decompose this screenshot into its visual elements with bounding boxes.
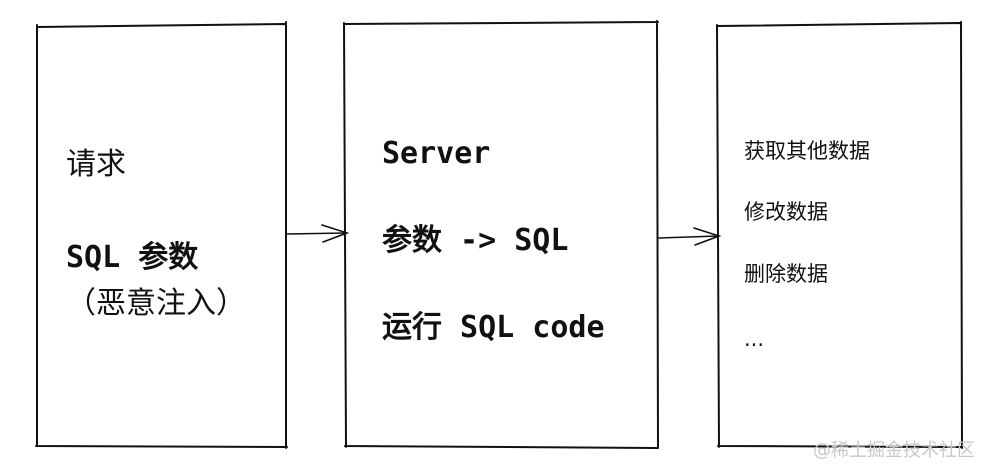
request-malicious-injection: （恶意注入） — [66, 286, 246, 321]
server-run-sql-code: 运行 SQL code — [382, 310, 605, 345]
result-ellipsis: ... — [744, 327, 765, 351]
arrow-request-to-server — [286, 224, 350, 243]
request-title: 请求 — [66, 147, 126, 182]
result-get-other-data: 获取其他数据 — [744, 139, 870, 163]
server-title: Server — [382, 136, 491, 171]
server-box — [343, 20, 659, 449]
request-box — [35, 21, 288, 449]
result-box — [716, 21, 963, 449]
watermark-text: @稀土掘金技术社区 — [813, 440, 975, 461]
result-modify-data: 修改数据 — [744, 200, 828, 224]
server-params-to-sql: 参数 -> SQL — [382, 223, 569, 258]
result-delete-data: 删除数据 — [744, 262, 828, 286]
request-sql-params: SQL 参数 — [66, 240, 199, 275]
arrow-server-to-result — [658, 227, 722, 246]
